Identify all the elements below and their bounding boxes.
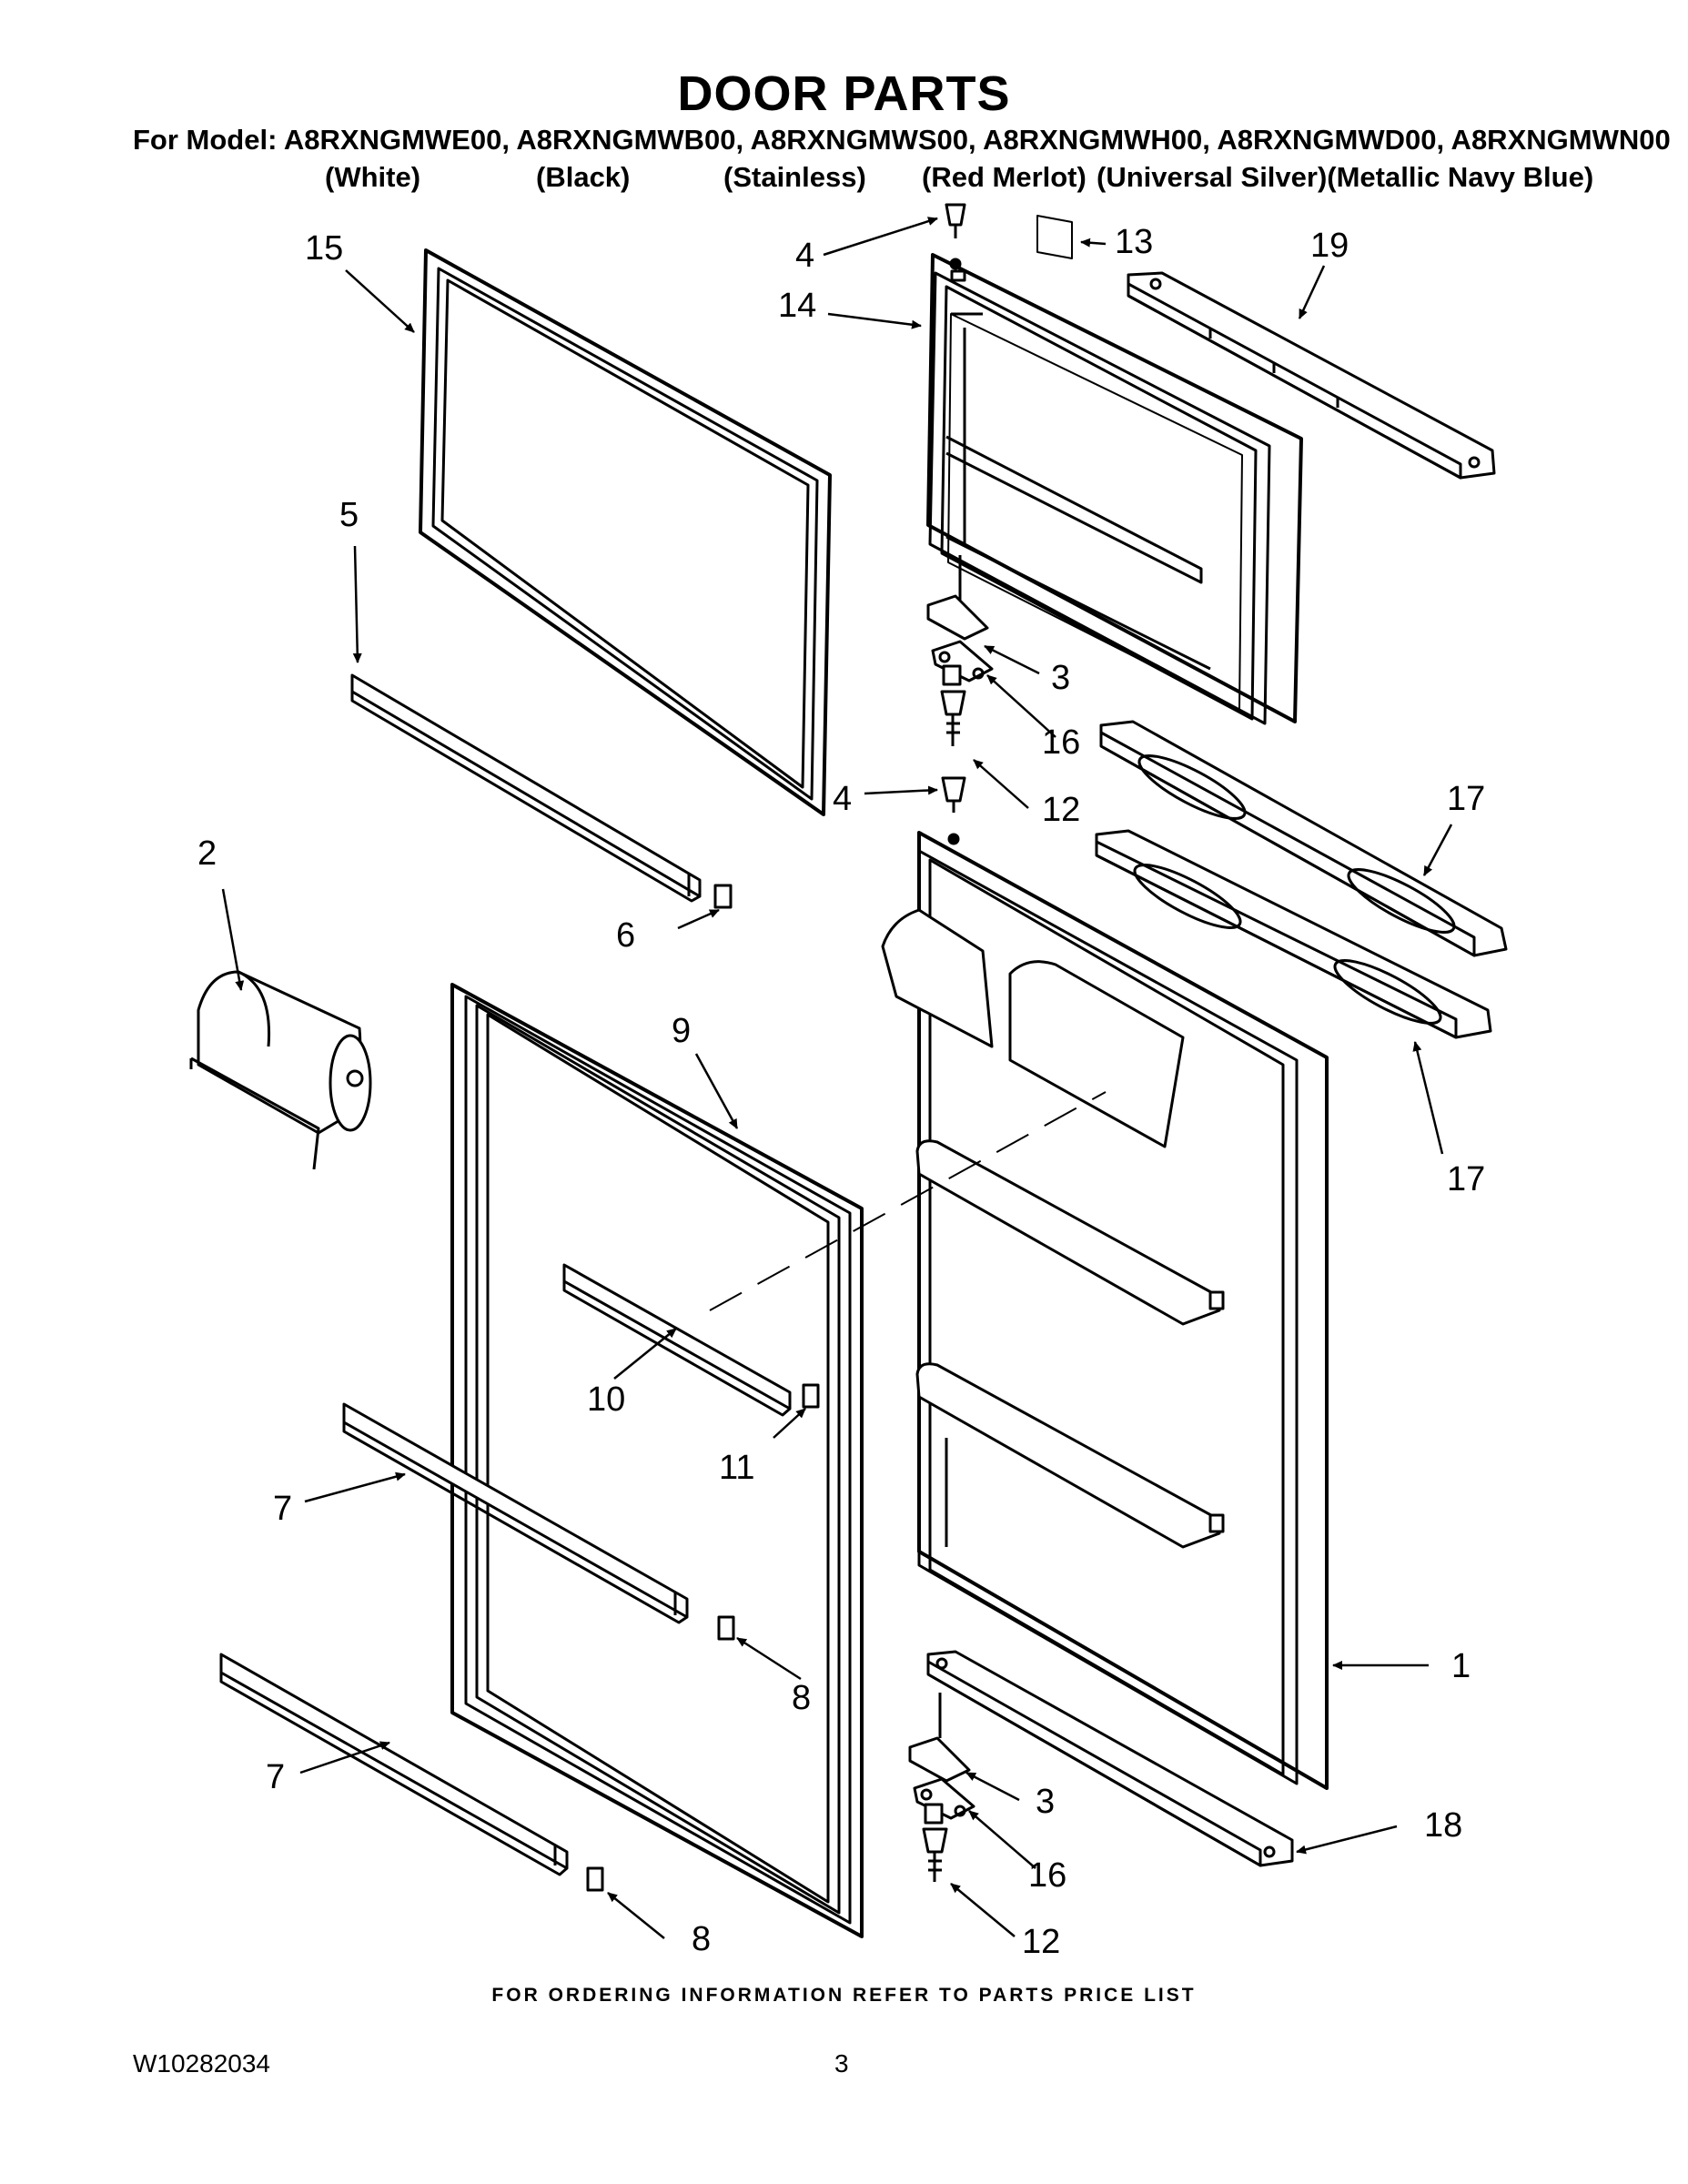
assembly-leader-line [709,1091,1107,1311]
color-stainless: (Stainless) [723,161,866,193]
callout-3b: 3 [1036,1783,1055,1821]
callout-4b: 4 [833,780,852,818]
clip-part-11 [802,1383,820,1409]
freezer-strip-part [350,673,702,903]
freezer-trim-part [1127,271,1496,480]
color-white: (White) [325,161,421,193]
color-black: (Black) [536,161,631,193]
clip-part-8a [717,1615,735,1641]
callout-16a: 16 [1042,723,1080,762]
callout-16b: 16 [1028,1856,1066,1895]
callout-14: 14 [778,287,816,325]
callout-15: 15 [305,229,343,268]
door-strip-part-7b [219,1653,569,1876]
center-hinge-part [926,555,994,746]
document-id: W10282034 [133,2049,271,2078]
door-strip-part-7a [342,1402,689,1624]
ordering-note: FOR ORDERING INFORMATION REFER TO PARTS … [491,1985,1197,2006]
callout-12a: 12 [1042,791,1080,829]
handle-part-17a [1099,720,1508,957]
hinge-pin-part-4a [945,203,966,238]
callout-7a: 7 [273,1490,292,1528]
callout-17a: 17 [1447,780,1485,818]
freezer-door-part [926,253,1303,725]
dairy-bin-part [189,970,372,1170]
handle-part-17b [1095,829,1492,1039]
callout-8b: 8 [692,1920,711,1958]
color-silver-navy: (Universal Silver)(Metallic Navy Blue) [1097,161,1594,193]
fresh-food-gasket-part [450,983,864,1938]
callout-1: 1 [1451,1647,1471,1685]
clip-part-6 [713,884,733,909]
callout-labels: 15 5 6 2 9 10 11 7 8 7 8 4 13 19 14 3 16… [197,223,1485,1961]
callout-5: 5 [339,496,359,534]
callout-19: 19 [1310,227,1349,265]
callout-10: 10 [587,1380,625,1419]
callout-8a: 8 [792,1679,811,1717]
label-part-13 [1036,215,1073,259]
clip-part-8b [586,1866,604,1892]
callout-18: 18 [1424,1806,1462,1845]
fresh-food-door-part [881,831,1329,1790]
color-list: (White) (Black) (Stainless) (Red Merlot)… [0,161,1688,197]
page-title: DOOR PARTS [677,66,1011,121]
callout-6: 6 [616,916,635,955]
hinge-pin-part-4b [941,776,966,813]
callout-11: 11 [719,1449,754,1487]
color-red-merlot: (Red Merlot) [922,161,1087,193]
callout-2: 2 [197,834,217,873]
callout-13: 13 [1115,223,1153,261]
callout-4a: 4 [795,237,814,275]
callout-12b: 12 [1022,1923,1060,1961]
callout-9: 9 [672,1012,691,1050]
freezer-gasket-part [419,248,832,816]
callout-7b: 7 [266,1758,285,1796]
callout-3a: 3 [1051,659,1070,697]
model-list: For Model: A8RXNGMWE00, A8RXNGMWB00, A8R… [133,124,1671,156]
bottom-trim-part [926,1650,1294,1867]
bottom-hinge-part [908,1693,975,1882]
page-number: 3 [834,2049,849,2078]
callout-17b: 17 [1447,1160,1485,1198]
fresh-food-strip-part [562,1263,792,1417]
callout-arrows [221,217,1453,1939]
